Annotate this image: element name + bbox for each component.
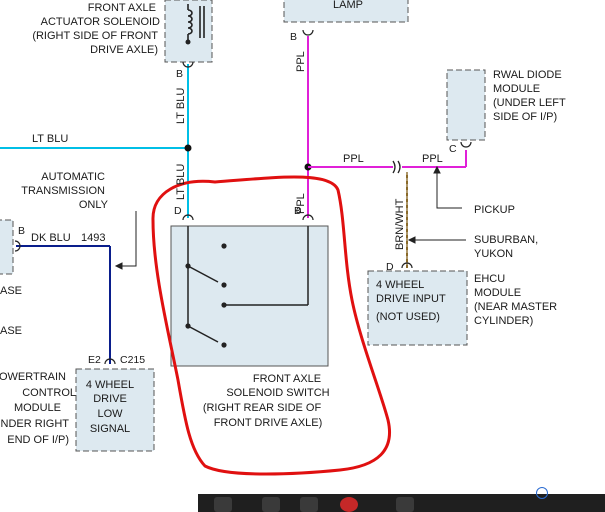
pin-label: D [386, 261, 394, 273]
solenoid-coil-icon [187, 4, 205, 40]
ehcu-label-line4: CYLINDER) [474, 315, 533, 327]
auto-trans-label-line1: AUTOMATIC [41, 171, 105, 183]
switch-label-line4: FRONT DRIVE AXLE) [214, 417, 323, 429]
splice-dot [184, 144, 192, 152]
pcm-box [75, 368, 155, 452]
lamp-box [283, 0, 409, 23]
low-signal-line4: SIGNAL [90, 423, 130, 435]
solenoid-switch-box [170, 225, 329, 367]
suburban-label-line2: YUKON [474, 248, 513, 260]
leader-arrows [114, 165, 466, 270]
pin-label: B [290, 31, 297, 43]
wire-label-ppl-h1: PPL [343, 153, 364, 165]
switch-label-line2: SOLENOID SWITCH [226, 387, 329, 399]
drive-input-line3: (NOT USED) [376, 311, 440, 323]
actuator-label-line3: (RIGHT SIDE OF FRONT [32, 30, 158, 42]
left-module-label-1: ASE [0, 285, 22, 297]
actuator-label-line4: DRIVE AXLE) [90, 44, 158, 56]
rwal-module-box [446, 69, 486, 141]
pcm-label-line3: MODULE [14, 402, 61, 414]
left-module-label-2: ASE [0, 325, 22, 337]
circuit-number: 1493 [81, 232, 105, 244]
left-module-box [0, 219, 14, 275]
taskbar-app-icon[interactable] [396, 497, 414, 512]
taskbar-app-icon[interactable] [300, 497, 318, 512]
switch-label-line3: (RIGHT REAR SIDE OF [203, 402, 322, 414]
drive-input-line1: 4 WHEEL [376, 279, 424, 291]
pin-label: C [449, 143, 457, 155]
suburban-label-line1: SUBURBAN, [474, 234, 538, 246]
solenoid-terminal [185, 39, 191, 45]
rwal-label-line3: (UNDER LEFT [493, 97, 566, 109]
pcm-label-line2: CONTROL [22, 387, 76, 399]
taskbar-app-icon[interactable] [340, 497, 358, 512]
pickup-label: PICKUP [474, 204, 515, 216]
pin-label: B [294, 205, 301, 217]
wire-label-ppl-h2: PPL [422, 153, 443, 165]
actuator-label-line1: FRONT AXLE [88, 2, 156, 14]
auto-trans-label-line2: TRANSMISSION [21, 185, 105, 197]
drive-input-line2: DRIVE INPUT [376, 293, 446, 305]
pin-label: D [174, 205, 182, 217]
inline-connector-icon [392, 160, 401, 174]
ehcu-input-box [367, 270, 468, 346]
pin-label: B [18, 225, 25, 237]
wire-label-brn-wht: BRN/WHT [394, 198, 406, 250]
wire-label-dk-blu: DK BLU [31, 232, 71, 244]
ehcu-label-line2: MODULE [474, 287, 521, 299]
wire-label-lt-blu-vert: LT BLU [175, 88, 187, 124]
zoom-icon[interactable] [536, 487, 548, 499]
ehcu-label-line3: (NEAR MASTER [474, 301, 557, 313]
pin-terminal-icons [14, 29, 472, 365]
pin-label: B [176, 68, 183, 80]
pcm-label-line4: NDER RIGHT [1, 418, 70, 430]
lamp-label: LAMP [333, 0, 363, 11]
red-circle-annotation [151, 175, 391, 476]
taskbar-app-icon[interactable] [262, 497, 280, 512]
rwal-label-line1: RWAL DIODE [493, 69, 562, 81]
low-signal-line1: 4 WHEEL [86, 379, 134, 391]
wire-label-lt-blu: LT BLU [32, 133, 68, 145]
pcm-label-line5: END OF I/P) [7, 434, 69, 446]
connector-label-c215: C215 [120, 354, 145, 366]
switch-label-line1: FRONT AXLE [253, 373, 321, 385]
wire-label-ppl-vert-low: PPL [295, 193, 307, 214]
low-signal-line2: DRIVE [93, 393, 127, 405]
wire-label-ppl-vert: PPL [295, 51, 307, 72]
auto-trans-label-line3: ONLY [79, 199, 109, 211]
pin-label-e2: E2 [88, 354, 101, 366]
low-signal-line3: LOW [97, 408, 123, 420]
switch-contacts-icon [185, 226, 309, 348]
rwal-label-line2: MODULE [493, 83, 540, 95]
rwal-label-line4: SIDE OF I/P) [493, 111, 557, 123]
taskbar-app-icon[interactable] [214, 497, 232, 512]
actuator-label-line2: ACTUATOR SOLENOID [41, 16, 160, 28]
wire-label-lt-blu-vert-low: LT BLU [175, 164, 187, 200]
ehcu-label-line1: EHCU [474, 273, 505, 285]
pcm-label-line1: OWERTRAIN [0, 371, 66, 383]
